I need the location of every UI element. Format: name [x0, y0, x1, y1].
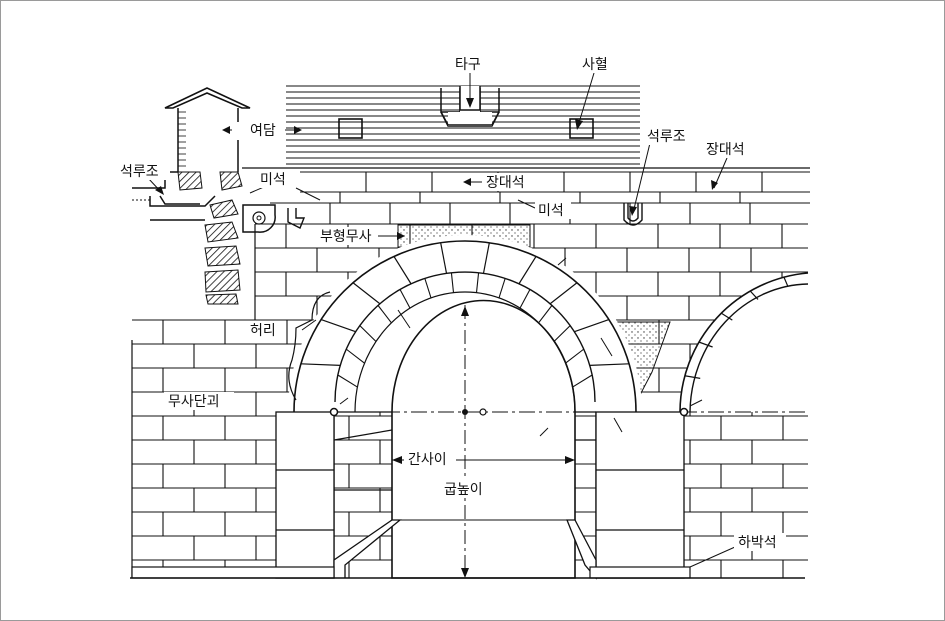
label-yeodam: 여담 — [250, 123, 276, 139]
label-group: 타구 사혈 여담 석루조 미석 장대석 미석 석루조 장대석 부형무사 허리 무… — [118, 55, 786, 551]
parapet-section — [132, 87, 810, 305]
center-point — [329, 407, 339, 417]
label-gansai: 간사이 — [408, 452, 447, 468]
waist-bracket — [288, 291, 331, 401]
label-heori: 허리 — [250, 323, 276, 339]
radius-marks — [339, 257, 703, 437]
height-arrow — [461, 568, 469, 578]
loophole — [569, 118, 594, 139]
center-point — [479, 408, 487, 416]
leader-lines — [147, 72, 736, 568]
label-gupnopi: 굽높이 — [444, 482, 483, 498]
loophole — [338, 118, 363, 139]
drain-spout-left — [287, 208, 306, 229]
label-seokrujo-right: 석루조 — [647, 129, 686, 145]
height-arrow — [461, 306, 469, 316]
drain-spout-right — [623, 203, 643, 226]
label-habakseok: 하박석 — [738, 535, 777, 551]
label-sahyeol: 사혈 — [582, 57, 608, 73]
label-seokrujo-left: 석루조 — [120, 164, 159, 180]
label-tagu: 타구 — [455, 57, 481, 73]
label-jangdaeseok-right: 장대석 — [706, 142, 745, 158]
label-miseok-left: 미석 — [260, 172, 286, 188]
label-buhyeongmusa: 부형무사 — [320, 229, 372, 245]
label-miseok-center: 미석 — [538, 203, 564, 219]
leader-arrowheads — [155, 98, 718, 240]
label-jangdaeseok-center: 장대석 — [486, 175, 525, 191]
center-point — [462, 409, 468, 415]
label-musadangoe: 무사단괴 — [168, 394, 220, 410]
center-point — [679, 407, 689, 417]
